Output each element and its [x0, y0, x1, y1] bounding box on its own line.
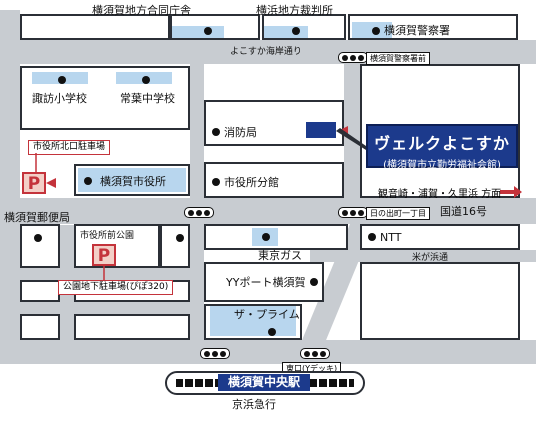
direction-label: 観音崎・浦賀・久里浜 方面	[378, 189, 502, 200]
court-label: 横須賀地方合同庁舎	[92, 4, 191, 17]
parking-north-icon[interactable]: P	[22, 172, 46, 194]
venue-subtitle: (横須賀市立勤労福祉会館)	[383, 160, 501, 171]
suwa-school-dot	[58, 76, 66, 84]
post-office-label: 横須賀郵便局	[4, 211, 70, 224]
block-top-left	[20, 14, 170, 40]
parking-north-label: 市役所北口駐車場	[28, 140, 111, 155]
block-bottom-right	[360, 262, 520, 340]
tokiwa-school-label: 常葉中学校	[120, 92, 175, 105]
signal-police-front-tag: 横須賀警察署前	[366, 52, 430, 65]
railway-line-label: 京浜急行	[232, 398, 276, 411]
city-hall-dot	[84, 177, 92, 185]
city-hall-label: 横須賀市役所	[100, 175, 166, 188]
district-court-label: 横浜地方裁判所	[256, 4, 333, 17]
parking-underground-icon[interactable]: P	[92, 244, 116, 266]
tokiwa-school-dot	[142, 76, 150, 84]
yy-dot	[310, 278, 318, 286]
kaigan-dori-label: よこすか海岸通り	[230, 47, 302, 57]
court-dot	[204, 27, 212, 35]
prime-building	[210, 306, 296, 336]
block-ntt	[360, 224, 520, 250]
block-post	[20, 224, 60, 268]
gas-dot	[262, 233, 270, 241]
prime-dot	[268, 328, 276, 336]
route16-label: 国道16号	[440, 205, 487, 218]
fire-dot	[212, 128, 220, 136]
block-bottom-left	[20, 314, 60, 340]
block-park	[74, 224, 160, 268]
block-annex	[204, 162, 344, 198]
road-cross-1	[0, 268, 200, 280]
suwa-school-label: 諏訪小学校	[32, 92, 87, 105]
city-hall-building	[78, 168, 186, 192]
signal-bottom-east	[300, 348, 330, 359]
venue-marker[interactable]	[306, 122, 336, 138]
road-kaigan-dori	[0, 40, 536, 64]
road-route16	[0, 198, 536, 224]
road-west	[0, 10, 20, 350]
ntt-label: NTT	[380, 231, 402, 244]
signal-route16-west	[184, 207, 214, 218]
annex-label: 市役所分館	[224, 176, 279, 189]
road-beichi	[310, 250, 536, 262]
beichi-label: 米が浜通	[412, 253, 449, 263]
road-cross-2	[0, 302, 200, 314]
police-dot	[372, 27, 380, 35]
annex-dot	[212, 178, 220, 186]
gas-label: 東京ガス	[258, 249, 302, 262]
prime-label: ザ・プライム	[234, 308, 300, 321]
signal-bottom-west	[200, 348, 230, 359]
ntt-dot	[368, 233, 376, 241]
post-office-dot	[34, 234, 42, 242]
signal-hinode-tag: 日の出町一丁目	[366, 207, 430, 220]
parking-underground-label: 公園地下駐車場(ぴぽ320)	[58, 280, 174, 295]
road-bottom	[0, 340, 536, 364]
district-court-dot	[292, 27, 300, 35]
road-vertical-3	[344, 64, 360, 200]
fire-label: 消防局	[224, 126, 257, 139]
park-dot	[176, 234, 184, 242]
block-yy	[204, 262, 324, 302]
block-small	[160, 224, 190, 268]
police-label: 横須賀警察署	[384, 24, 450, 37]
venue-box[interactable]: ヴェルクよこすか (横須賀市立勤労福祉会館)	[366, 124, 518, 171]
yy-label: YYポート横須賀	[226, 276, 306, 289]
block-bottom-mid	[74, 314, 190, 340]
station-name[interactable]: 横須賀中央駅	[218, 374, 310, 391]
venue-name: ヴェルクよこすか	[374, 134, 510, 153]
park-label: 市役所前公園	[80, 231, 135, 241]
